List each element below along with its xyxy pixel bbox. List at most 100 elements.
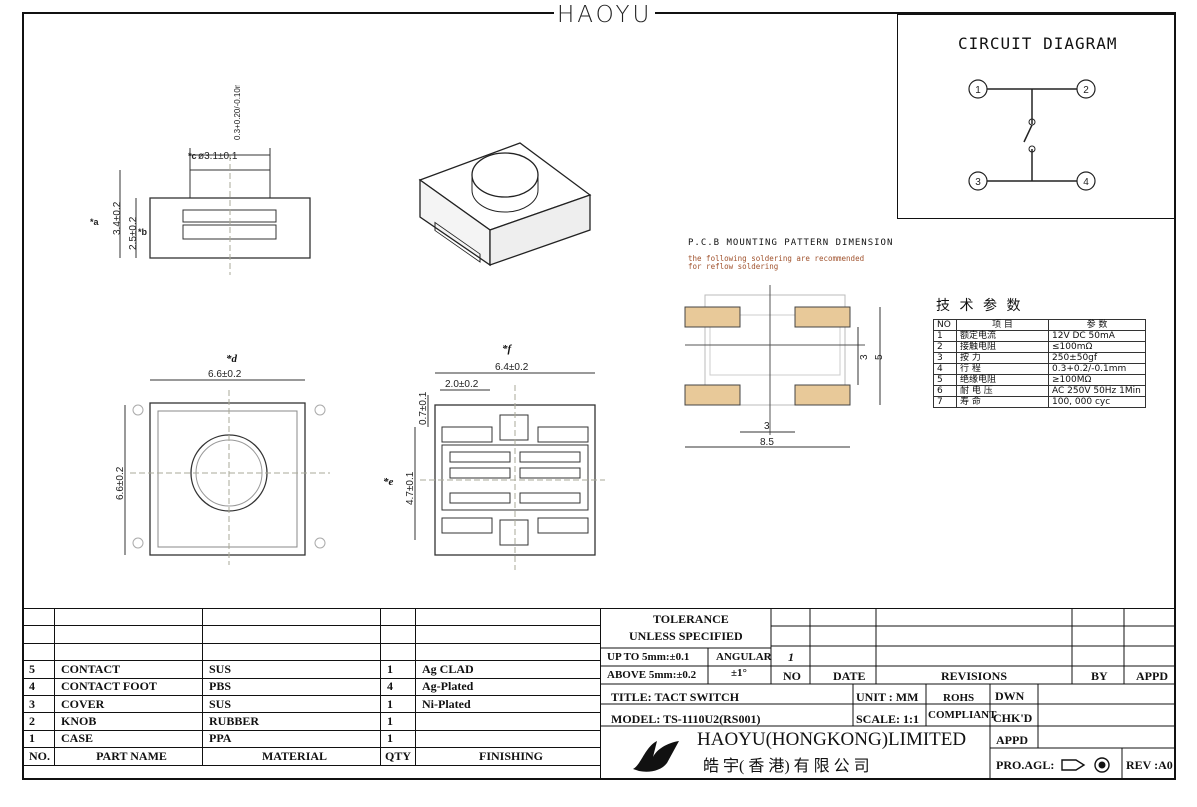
table-cell: MATERIAL <box>202 747 381 766</box>
table-cell <box>202 642 381 662</box>
bottom-width-dim: 6.4±0.2 <box>495 362 529 373</box>
side-view-drawing: 3.4±0.2 2.5±0.2 0.3+0.20/-0.10mm Travel … <box>90 85 311 275</box>
table-cell: 按 力 <box>956 352 1049 364</box>
pin-3-marker <box>968 171 988 191</box>
table-cell <box>415 712 601 731</box>
table-cell <box>22 642 55 662</box>
table-cell: 耐 电 压 <box>956 385 1049 397</box>
pcb-pattern-drawing: 3 8.5 3 5 <box>684 285 885 448</box>
spec-title: 技 术 参 数 <box>936 299 1024 314</box>
pin-4-label: 4 <box>1083 177 1089 188</box>
table-cell <box>415 642 601 662</box>
table-cell: 行 程 <box>956 363 1049 375</box>
table-cell: 2 <box>22 712 55 731</box>
table-row <box>22 607 601 627</box>
model-field: MODEL: TS-1110U2(RS001) <box>611 712 761 726</box>
pad-3 <box>684 384 741 406</box>
table-row <box>22 642 601 662</box>
pin-2-marker <box>1076 79 1096 99</box>
revision-code: REV :A0 <box>1126 758 1173 772</box>
table-cell: 250±50gf <box>1048 352 1146 364</box>
scale-field: SCALE: 1:1 <box>856 712 920 726</box>
table-cell: Ag CLAD <box>415 660 601 679</box>
company-name-chinese: 皓 宇( 香 港) 有 限 公 司 <box>703 758 870 775</box>
top-view-drawing: 6.6±0.2 6.6±0.2 <box>115 369 330 565</box>
company-logo <box>633 741 679 772</box>
unless-specified: UNLESS SPECIFIED <box>629 629 743 643</box>
table-cell <box>380 625 416 644</box>
marker-d: *d <box>226 353 237 365</box>
chkd-label: CHK'D <box>993 711 1033 725</box>
table-cell <box>415 607 601 627</box>
pad-4 <box>794 384 851 406</box>
table-cell: NO. <box>22 747 55 766</box>
table-cell <box>54 607 203 627</box>
table-cell: 绝缘电阻 <box>956 374 1049 386</box>
pad-2 <box>794 306 851 328</box>
pcb-dim-5: 5 <box>874 354 885 360</box>
pcb-dim-8-5: 8.5 <box>760 437 774 448</box>
table-cell: 6 <box>933 385 957 397</box>
table-cell: ≤100mΩ <box>1048 341 1146 353</box>
table-cell: 2 <box>933 341 957 353</box>
brand-title: HAOYU <box>554 2 656 28</box>
table-cell: SUS <box>202 660 381 679</box>
table-cell: 3 <box>933 352 957 364</box>
pin-2-label: 2 <box>1083 85 1089 96</box>
foot-width-dim: 2.0±0.2 <box>445 379 479 390</box>
table-cell: CONTACT <box>54 660 203 679</box>
marker-a: *a <box>90 217 100 227</box>
table-cell <box>22 607 55 627</box>
table-cell: 4 <box>22 677 55 696</box>
table-cell: 5 <box>22 660 55 679</box>
table-cell: 1 <box>380 712 416 731</box>
table-cell: PPA <box>202 729 381 749</box>
table-cell: CASE <box>54 729 203 749</box>
bottom-height-dim: 4.7±0.1 <box>405 471 416 505</box>
table-cell: 4 <box>933 363 957 375</box>
table-cell: 1 <box>380 694 416 714</box>
tolerance-up-to: UP TO 5mm:±0.1 <box>607 651 690 663</box>
table-cell <box>54 642 203 662</box>
circuit-diagram: 1 2 3 4 <box>968 79 1096 191</box>
table-cell: 1 <box>380 729 416 749</box>
table-cell: 1 <box>22 729 55 749</box>
table-cell: 接触电阻 <box>956 341 1049 353</box>
spec-header: 项 目 <box>956 319 1049 331</box>
top-height-dim: 6.6±0.2 <box>115 466 126 500</box>
title-field: TITLE: TACT SWITCH <box>611 690 740 704</box>
bom-header-row: NO. PART NAME MATERIAL QTY FINISHING <box>22 747 601 766</box>
table-cell: PBS <box>202 677 381 696</box>
circuit-diagram-title: CIRCUIT DIAGRAM <box>958 34 1118 53</box>
table-cell: RUBBER <box>202 712 381 731</box>
table-cell <box>22 625 55 644</box>
pcb-title: P.C.B MOUNTING PATTERN DIMENSION <box>688 238 894 248</box>
spec-header: 参 数 <box>1048 319 1146 331</box>
table-cell: 0.3+0.2/-0.1mm <box>1048 363 1146 375</box>
dwn-label: DWN <box>995 689 1025 703</box>
compliant-label: COMPLIANT <box>928 709 997 721</box>
by-header: BY <box>1091 669 1108 683</box>
table-cell <box>415 625 601 644</box>
marker-b: *b <box>138 227 148 237</box>
isometric-view <box>418 142 592 267</box>
travel-label: 0.3+0.20/-0.10mm Travel <box>233 85 242 140</box>
table-cell: FINISHING <box>415 747 601 766</box>
side-height-a: 3.4±0.2 <box>112 201 123 235</box>
table-cell <box>202 625 381 644</box>
table-cell <box>202 607 381 627</box>
spec-header-row: NO 项 目 参 数 <box>933 319 1146 331</box>
appd-header: APPD <box>1136 669 1168 683</box>
projection-label: PRO.AGL: <box>996 758 1055 772</box>
appd-sign-label: APPD <box>996 733 1028 747</box>
